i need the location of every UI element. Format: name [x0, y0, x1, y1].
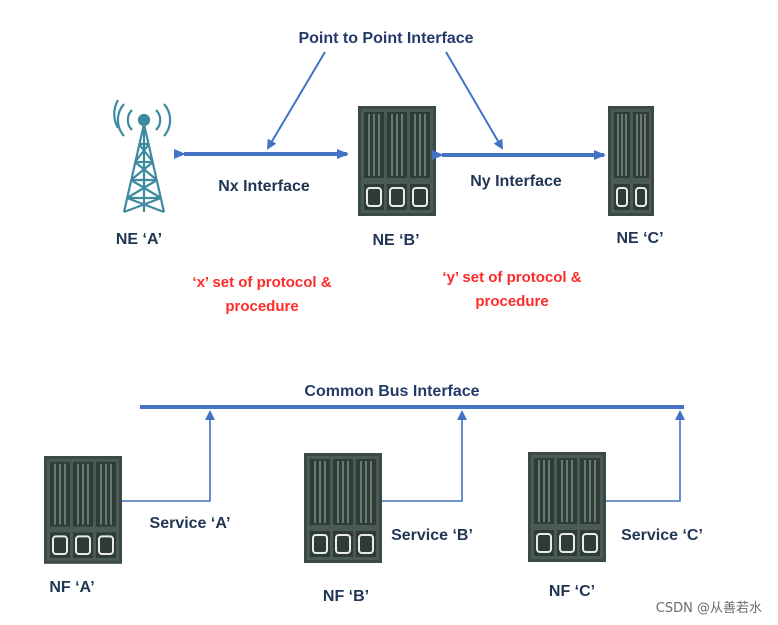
server-rack-icon [43, 455, 123, 565]
service-c-label: Service ‘C’ [621, 527, 703, 544]
service-b-connector [382, 410, 467, 502]
x-protocol-line2: procedure [225, 298, 298, 315]
server-rack-icon [527, 451, 607, 563]
common-bus-title: Common Bus Interface [304, 383, 479, 400]
service-b-label: Service ‘B’ [391, 527, 473, 544]
callout-arrow-ny [445, 51, 504, 150]
y-protocol-line1: ‘y’ set of protocol & [442, 269, 581, 286]
radio-tower-icon [113, 99, 172, 214]
y-protocol-line2: procedure [475, 293, 548, 310]
ne-c-label: NE ‘C’ [616, 230, 663, 247]
nx-interface-label: Nx Interface [218, 178, 310, 195]
server-rack-icon [357, 105, 437, 217]
server-rack-icon [607, 105, 655, 217]
nf-a-label: NF ‘A’ [49, 579, 94, 596]
callout-arrow-nx [266, 51, 326, 150]
service-c-connector [606, 410, 685, 502]
server-rack-icon [303, 452, 383, 564]
service-a-label: Service ‘A’ [150, 515, 231, 532]
x-protocol-line1: ‘x’ set of protocol & [192, 274, 331, 291]
point-to-point-title: Point to Point Interface [298, 30, 473, 47]
nf-c-label: NF ‘C’ [549, 583, 595, 600]
ny-interface-label: Ny Interface [470, 173, 562, 190]
watermark: CSDN @从善若水 [656, 600, 762, 616]
ne-a-label: NE ‘A’ [116, 231, 162, 248]
service-a-connector [122, 410, 215, 502]
nf-b-label: NF ‘B’ [323, 588, 369, 605]
ne-b-label: NE ‘B’ [372, 232, 419, 249]
